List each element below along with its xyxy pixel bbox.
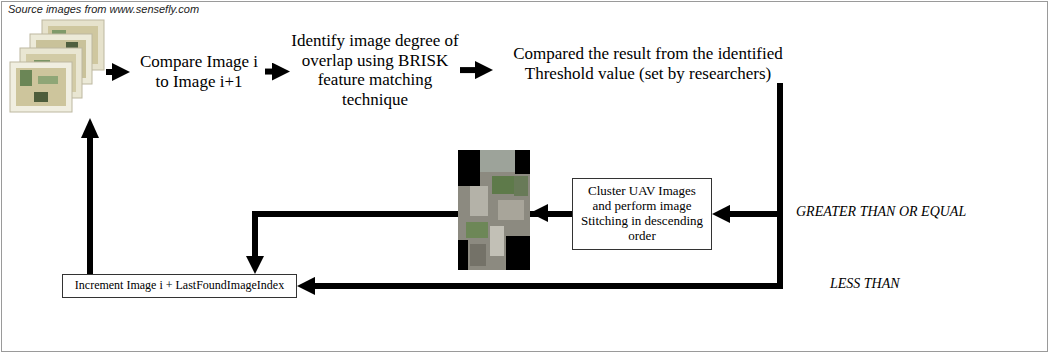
flow-arrow-part [81,118,99,138]
edge-label: LESS THAN [828,276,902,292]
process-step: Compare Image i to Image i+1 [133,52,265,91]
aerial-photo-part [16,68,66,106]
flow-arrow [265,69,272,75]
node-text: Compare Image i to Image i+1 [133,52,265,91]
stitched-mosaic-part [506,236,530,270]
flow-arrow [315,83,780,286]
node-text: Compared the result from the identified … [493,44,803,83]
process-step: Identify image degree of overlap using B… [290,31,460,109]
stitched-mosaic-part [466,222,488,238]
stitched-mosaic-part [492,176,514,194]
edge-label: GREATER THAN OR EQUAL [794,204,968,220]
stitched-mosaic-part [458,240,468,270]
aerial-photo-part [38,76,58,84]
stitched-mosaic-part [458,150,480,186]
node-text: Increment Image i + LastFoundImageIndex [67,279,292,293]
arrow-head [530,204,548,222]
flow-arrow [81,118,99,274]
process-box: Cluster UAV Images and perform image Sti… [572,178,712,250]
stitched-mosaic-part [490,226,504,256]
stitched-mosaic-part [470,244,486,266]
stitched-mosaic-part [458,150,530,270]
stitched-mosaic-part [498,200,524,220]
source-image-stack [10,20,104,112]
flow-arrow [106,63,130,81]
aerial-photo-part [10,62,72,112]
flow-arrow-part [87,136,93,274]
stitched-mosaic-part [480,150,515,172]
node-text: Cluster UAV Images and perform image Sti… [578,184,706,244]
process-step: Compared the result from the identified … [493,44,803,83]
flow-arrow [460,67,475,73]
stitched-mosaic-part [470,186,488,216]
aerial-photo-part [20,70,32,86]
stitched-mosaic [458,150,548,270]
node-text: Identify image degree of overlap using B… [290,31,460,109]
aerial-photo [10,62,72,112]
source-note: Source images from www.sensefly.com [8,3,199,15]
stitched-mosaic-part [515,150,530,174]
process-box: Increment Image i + LastFoundImageIndex [62,274,297,298]
stitched-mosaic-part [514,176,528,196]
flow-arrow-part [112,63,130,81]
aerial-photo-part [34,92,48,102]
flow-arrow [730,83,780,214]
